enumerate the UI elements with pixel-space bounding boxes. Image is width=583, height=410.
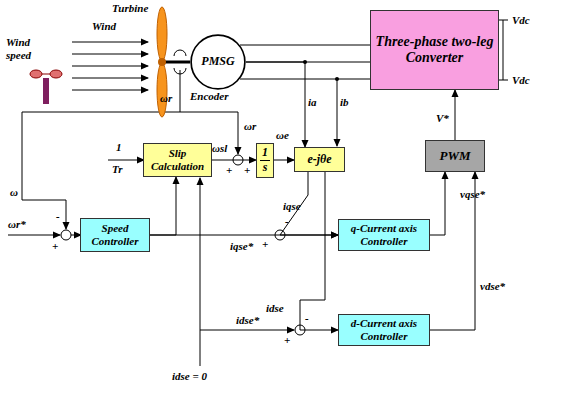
controller-box: q-Current axis Controller — [338, 219, 430, 251]
signal-connector — [246, 62, 305, 147]
node-text: PWM — [439, 149, 470, 164]
signal-label: ωr — [160, 92, 172, 105]
signal-label: Encoder — [190, 90, 229, 103]
signal-connector — [212, 160, 256, 161]
signal-label: ωr* — [8, 218, 26, 231]
signal-label: ωr — [244, 120, 256, 133]
signal-connector — [455, 90, 456, 140]
signal-label: idse = 0 — [172, 370, 207, 383]
signal-label: ωe — [276, 129, 289, 142]
signal-label: - — [285, 215, 289, 228]
signal-label: Tr — [112, 163, 123, 176]
node-text: e-jθe — [307, 153, 331, 167]
signal-label: - — [305, 312, 309, 325]
node-text: Three-phase two-leg Converter — [371, 34, 498, 66]
transform-box: e-jθe — [294, 147, 345, 172]
node-text: d-Current axis Controller — [339, 317, 429, 342]
signal-label: Wind speed — [6, 36, 50, 61]
signal-label: 1 — [116, 141, 122, 154]
node-text: q-Current axis Controller — [339, 222, 429, 247]
converter-box: Three-phase two-leg Converter — [370, 10, 499, 90]
signal-connector — [274, 160, 294, 161]
node-text: Slip Calculation — [144, 147, 211, 172]
integrator-box: 1s — [256, 143, 274, 178]
controller-box: d-Current axis Controller — [338, 314, 430, 346]
signal-label: ia — [308, 96, 317, 109]
text-group: d-Current axis Controller — [339, 317, 429, 342]
signal-label: + — [284, 334, 290, 347]
signal-connector — [430, 172, 445, 235]
signal-label: - — [56, 210, 60, 223]
node-text: PMSG — [201, 55, 234, 69]
signal-label: V* — [436, 112, 449, 125]
signal-connector — [280, 172, 338, 235]
node-text: Speed Controller — [81, 222, 149, 247]
signal-label: Wind — [92, 20, 116, 33]
signal-label: ib — [340, 96, 349, 109]
signal-label: + — [262, 238, 268, 251]
signal-label: + — [226, 164, 232, 177]
signal-label: Turbine — [112, 2, 148, 15]
text-group: PWM — [439, 149, 470, 164]
pwm-box: PWM — [425, 140, 485, 172]
controller-box: Speed Controller — [80, 218, 150, 252]
signal-connector — [150, 177, 176, 235]
node-text: s — [260, 161, 270, 175]
signal-label: Vdc — [512, 74, 530, 87]
signal-label: ω — [10, 186, 18, 199]
signal-connector — [300, 172, 338, 330]
text-group: e-jθe — [307, 153, 331, 167]
signal-label: vdse* — [480, 280, 505, 293]
signal-label: ωsl — [212, 142, 227, 155]
signal-label: vqse* — [460, 188, 485, 201]
signal-label: + — [52, 240, 58, 253]
signal-label: Vdc — [512, 14, 530, 27]
slip-calculation-box: Slip Calculation — [143, 143, 212, 177]
signal-label: idse* — [236, 314, 259, 327]
signal-label: iqse — [283, 200, 301, 213]
text-group: PMSG — [201, 55, 234, 69]
generator-circle: PMSG — [190, 34, 246, 90]
text-group: Slip Calculation — [144, 147, 211, 172]
signal-label: + — [244, 164, 250, 177]
text-group: Three-phase two-leg Converter — [371, 34, 498, 66]
text-group: Speed Controller — [81, 222, 149, 247]
signal-label: iqse* — [230, 240, 253, 253]
signal-connector — [150, 235, 338, 236]
text-group: 1s — [260, 146, 270, 175]
signal-label: idse — [266, 302, 284, 315]
text-group: q-Current axis Controller — [339, 222, 429, 247]
node-text: 1 — [260, 146, 270, 161]
